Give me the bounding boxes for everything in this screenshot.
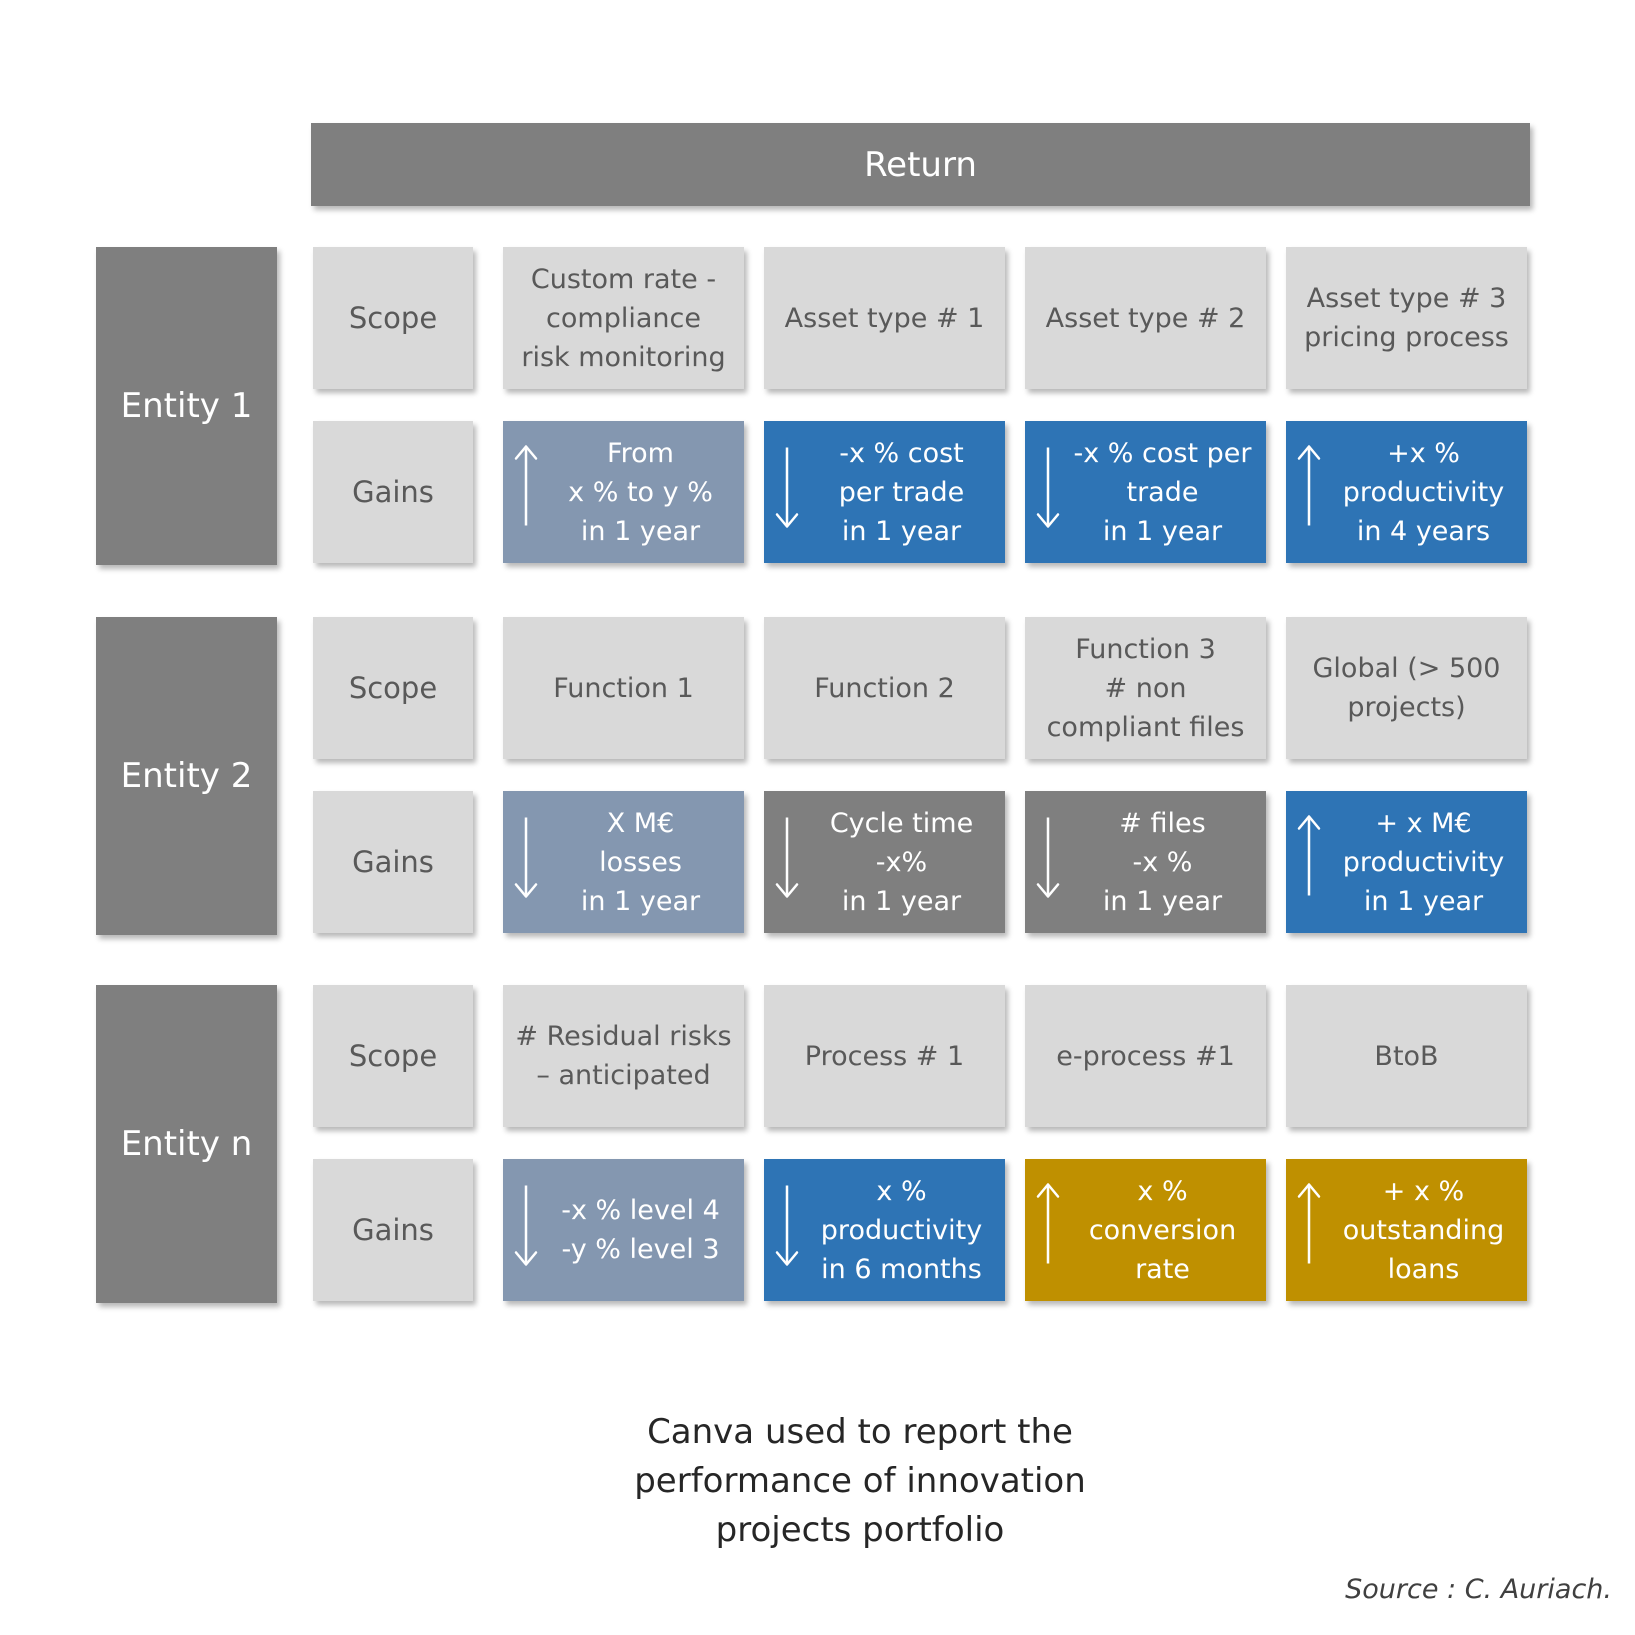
scope-cell: Function 2 bbox=[764, 617, 1005, 759]
gains-label-cell: Gains bbox=[313, 421, 473, 563]
diagram-caption: Canva used to report the performance of … bbox=[634, 1412, 1086, 1550]
gain-cell: Cycle time -x% in 1 year bbox=[764, 791, 1005, 933]
entity-block: Entity n bbox=[96, 985, 277, 1303]
arrow-down-icon bbox=[774, 814, 800, 911]
gain-cell: -x % level 4 -y % level 3 bbox=[503, 1159, 744, 1301]
scope-cell: Custom rate - compliance risk monitoring bbox=[503, 247, 744, 389]
gain-cell: + x % outstanding loans bbox=[1286, 1159, 1527, 1301]
gain-cell: x % conversion rate bbox=[1025, 1159, 1266, 1301]
gain-cell: + x M€ productivity in 1 year bbox=[1286, 791, 1527, 933]
arrow-up-icon bbox=[1296, 1182, 1322, 1279]
gains-label-cell: Gains bbox=[313, 791, 473, 933]
scope-label-cell: Scope bbox=[313, 985, 473, 1127]
gain-text: x % conversion rate bbox=[1088, 1175, 1237, 1285]
gain-cell: # files -x % in 1 year bbox=[1025, 791, 1266, 933]
scope-label-cell: Scope bbox=[313, 617, 473, 759]
entity-block: Entity 1 bbox=[96, 247, 277, 565]
scope-cell: Asset type # 3 pricing process bbox=[1286, 247, 1527, 389]
scope-text: # Residual risks – anticipated bbox=[515, 1021, 732, 1091]
gain-text: -x % cost per trade in 1 year bbox=[1073, 437, 1252, 547]
arrow-down-icon bbox=[513, 814, 539, 911]
arrow-up-icon bbox=[513, 444, 539, 541]
gain-text: -x % cost per trade in 1 year bbox=[838, 437, 965, 547]
scope-text: Asset type # 1 bbox=[784, 302, 985, 334]
gain-cell: From x % to y % in 1 year bbox=[503, 421, 744, 563]
return-header-title: Return bbox=[864, 144, 977, 185]
scope-cell: # Residual risks – anticipated bbox=[503, 985, 744, 1127]
gains-label: Gains bbox=[352, 475, 434, 509]
gain-text: From x % to y % in 1 year bbox=[568, 437, 713, 547]
scope-cell: Function 3 # non compliant files bbox=[1025, 617, 1266, 759]
scope-text: Asset type # 2 bbox=[1045, 302, 1246, 334]
entity-name: Entity 2 bbox=[120, 756, 253, 796]
scope-label: Scope bbox=[348, 301, 438, 335]
scope-cell: Process # 1 bbox=[764, 985, 1005, 1127]
scope-label-cell: Scope bbox=[313, 247, 473, 389]
scope-cell: Global (> 500 projects) bbox=[1286, 617, 1527, 759]
arrow-down-icon bbox=[774, 1182, 800, 1279]
return-header: Return bbox=[311, 123, 1530, 206]
scope-text: Global (> 500 projects) bbox=[1312, 653, 1501, 723]
scope-text: Function 3 # non compliant files bbox=[1046, 633, 1245, 743]
scope-text: Custom rate - compliance risk monitoring bbox=[521, 263, 726, 373]
scope-label: Scope bbox=[348, 671, 438, 705]
source-credit: Source : C. Auriach. bbox=[1345, 1574, 1612, 1605]
gains-label-cell: Gains bbox=[313, 1159, 473, 1301]
gain-text: +x % productivity in 4 years bbox=[1342, 437, 1505, 547]
gain-text: + x M€ productivity in 1 year bbox=[1342, 807, 1505, 917]
scope-cell: Asset type # 2 bbox=[1025, 247, 1266, 389]
scope-cell: Asset type # 1 bbox=[764, 247, 1005, 389]
scope-cell: BtoB bbox=[1286, 985, 1527, 1127]
arrow-up-icon bbox=[1035, 1182, 1061, 1279]
scope-text: Function 2 bbox=[814, 672, 955, 704]
gains-label: Gains bbox=[352, 1213, 434, 1247]
scope-cell: Function 1 bbox=[503, 617, 744, 759]
arrow-down-icon bbox=[1035, 814, 1061, 911]
gain-text: x % productivity in 6 months bbox=[820, 1175, 983, 1285]
gain-cell: -x % cost per trade in 1 year bbox=[1025, 421, 1266, 563]
arrow-down-icon bbox=[1035, 444, 1061, 541]
scope-text: Process # 1 bbox=[804, 1040, 965, 1072]
entity-block: Entity 2 bbox=[96, 617, 277, 935]
scope-text: Function 1 bbox=[553, 672, 694, 704]
scope-cell: e-process #1 bbox=[1025, 985, 1266, 1127]
gain-text: X M€ losses in 1 year bbox=[580, 807, 701, 917]
gain-text: Cycle time -x% in 1 year bbox=[829, 807, 974, 917]
gain-cell: +x % productivity in 4 years bbox=[1286, 421, 1527, 563]
scope-label: Scope bbox=[348, 1039, 438, 1073]
scope-text: e-process #1 bbox=[1056, 1040, 1235, 1072]
arrow-down-icon bbox=[513, 1182, 539, 1279]
gain-cell: X M€ losses in 1 year bbox=[503, 791, 744, 933]
entity-name: Entity 1 bbox=[120, 386, 253, 426]
arrow-down-icon bbox=[774, 444, 800, 541]
gain-text: -x % level 4 -y % level 3 bbox=[561, 1195, 720, 1265]
gain-cell: x % productivity in 6 months bbox=[764, 1159, 1005, 1301]
arrow-up-icon bbox=[1296, 444, 1322, 541]
entity-name: Entity n bbox=[120, 1124, 253, 1164]
gain-text: + x % outstanding loans bbox=[1342, 1175, 1505, 1285]
gains-label: Gains bbox=[352, 845, 434, 879]
gain-cell: -x % cost per trade in 1 year bbox=[764, 421, 1005, 563]
arrow-up-icon bbox=[1296, 814, 1322, 911]
gain-text: # files -x % in 1 year bbox=[1102, 807, 1223, 917]
scope-text: BtoB bbox=[1374, 1040, 1439, 1072]
scope-text: Asset type # 3 pricing process bbox=[1304, 283, 1509, 353]
